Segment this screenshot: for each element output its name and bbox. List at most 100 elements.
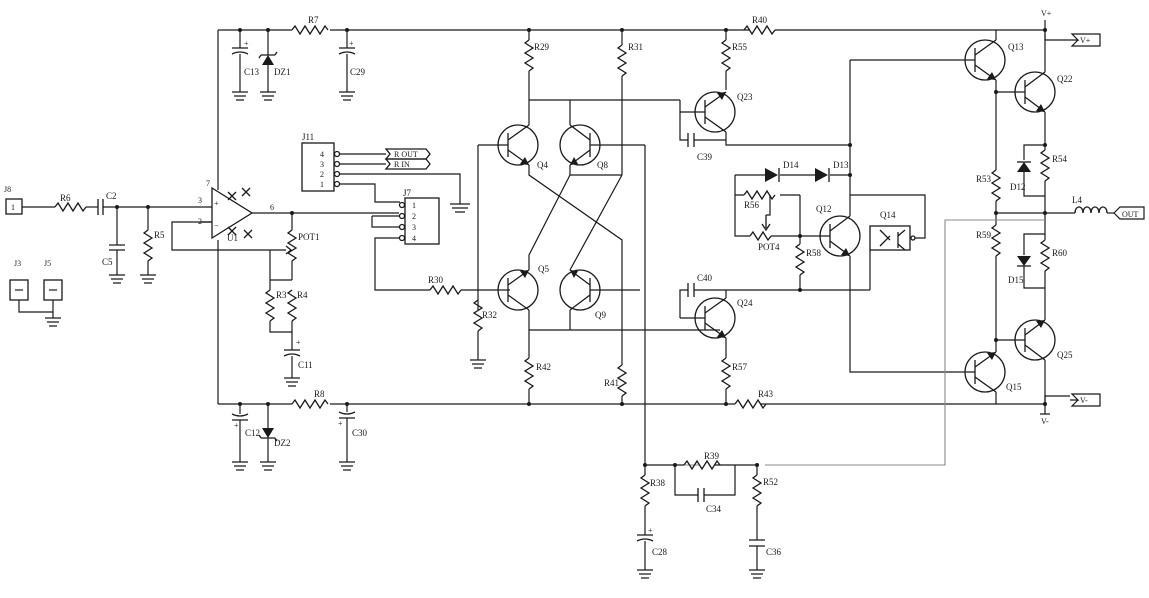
resistor-r55: R55	[720, 28, 748, 90]
resistor-r32: R32	[470, 299, 497, 369]
transistor-q22: Q22	[1014, 28, 1073, 145]
svg-text:R40: R40	[752, 15, 768, 25]
transistor-q12: Q12	[800, 175, 870, 291]
svg-text:C40: C40	[697, 273, 713, 283]
svg-text:C5: C5	[102, 257, 113, 267]
resistor-r5: R5	[140, 207, 165, 284]
svg-text:Q12: Q12	[816, 204, 832, 214]
svg-text:D13: D13	[833, 160, 849, 170]
resistor-r43: R43	[734, 389, 774, 410]
svg-text:3: 3	[412, 223, 416, 232]
svg-text:C11: C11	[298, 360, 313, 370]
svg-text:Q5: Q5	[538, 264, 549, 274]
svg-text:+: +	[214, 199, 219, 208]
svg-text:C12: C12	[245, 428, 260, 438]
svg-text:J3: J3	[14, 259, 21, 268]
svg-text:R5: R5	[154, 230, 165, 240]
svg-text:C36: C36	[766, 547, 782, 557]
transistor-q15: Q15	[849, 290, 1022, 404]
svg-text:J11: J11	[302, 132, 314, 142]
svg-text:+: +	[338, 419, 343, 428]
svg-text:+: +	[296, 338, 301, 347]
opamp-u1: + − 3 2 6 7 U1	[171, 179, 294, 251]
svg-text:Q15: Q15	[1006, 382, 1022, 392]
svg-text:R4: R4	[297, 290, 308, 300]
svg-text:DZ2: DZ2	[274, 438, 291, 448]
svg-text:1: 1	[11, 203, 15, 212]
svg-text:+: +	[234, 421, 239, 430]
svg-text:1: 1	[412, 201, 416, 210]
svg-text:R8: R8	[314, 389, 325, 399]
resistor-r40: R40	[743, 15, 776, 36]
vminus-label: V-	[1080, 396, 1088, 405]
svg-text:Q4: Q4	[537, 160, 548, 170]
svg-text:+: +	[349, 39, 354, 48]
svg-text:C28: C28	[652, 547, 668, 557]
feedback-network: R39 C34 R38 + C28 R52 C36	[636, 451, 782, 579]
transistor-q25: Q25	[996, 319, 1073, 406]
transistor-q4: Q4	[477, 124, 548, 310]
svg-text:R41: R41	[604, 378, 619, 388]
svg-text:3: 3	[198, 196, 202, 205]
svg-text:DZ1: DZ1	[274, 67, 291, 77]
connector-j11: J11 4 3 2 1 R OUT R IN	[301, 132, 470, 213]
svg-text:R42: R42	[536, 362, 551, 372]
vminus-bottom-label: V-	[1041, 417, 1049, 426]
svg-text:C34: C34	[706, 504, 722, 514]
vminus-flag: V- V-	[1040, 393, 1101, 426]
svg-text:C13: C13	[244, 67, 260, 77]
transistor-q8: Q8	[529, 99, 680, 170]
svg-text:Q23: Q23	[737, 92, 753, 102]
svg-text:R54: R54	[1052, 154, 1068, 164]
svg-text:D14: D14	[783, 160, 799, 170]
svg-text:−: −	[214, 221, 219, 230]
svg-text:+: +	[244, 39, 249, 48]
resistor-r41: R41	[604, 364, 628, 406]
net-r-in: R IN	[394, 160, 410, 169]
svg-text:2: 2	[412, 212, 416, 221]
svg-text:L4: L4	[1072, 195, 1082, 205]
svg-text:J7: J7	[403, 188, 412, 198]
resistor-r42: R42	[523, 330, 551, 406]
resistor-r53: R53	[976, 90, 1002, 213]
resistor-r56-pot4: R56 POT4	[734, 175, 800, 252]
svg-text:C39: C39	[697, 152, 713, 162]
svg-text:Q8: Q8	[597, 160, 608, 170]
transistor-q9: Q9	[559, 269, 640, 320]
diodes-d14-d13: D14 D13	[735, 60, 852, 182]
svg-text:R29: R29	[534, 42, 550, 52]
svg-text:J5: J5	[44, 259, 51, 268]
svg-text:R3: R3	[276, 290, 287, 300]
svg-text:POT4: POT4	[758, 242, 780, 252]
resistor-r31: R31	[616, 28, 643, 100]
svg-text:3: 3	[320, 160, 324, 169]
connector-j3-j5: J3 J5	[9, 259, 63, 327]
capacitor-c5: C5	[102, 207, 125, 284]
connector-j7: J7 1 2 3 4	[292, 188, 440, 291]
vplus-top-label: V+	[1041, 9, 1052, 18]
svg-text:C2: C2	[106, 191, 117, 201]
svg-text:R43: R43	[758, 389, 774, 399]
svg-text:Q24: Q24	[737, 298, 753, 308]
input-connector-j8: 1 J8	[4, 185, 55, 215]
svg-text:1: 1	[320, 180, 324, 189]
svg-text:4: 4	[320, 150, 324, 159]
svg-text:OUT: OUT	[1122, 210, 1139, 219]
svg-text:R38: R38	[650, 478, 666, 488]
resistor-r7: R7	[291, 15, 329, 36]
transistor-q13: Q13	[964, 30, 1024, 93]
svg-text:R56: R56	[744, 200, 760, 210]
svg-text:R53: R53	[976, 174, 992, 184]
svg-text:R59: R59	[976, 230, 992, 240]
svg-text:R52: R52	[763, 477, 778, 487]
svg-text:R55: R55	[732, 42, 748, 52]
resistors-r3-r4: R3 R4	[264, 250, 308, 350]
svg-text:Q14: Q14	[880, 210, 896, 220]
svg-text:7: 7	[206, 179, 210, 188]
svg-text:4: 4	[412, 234, 416, 243]
transistor-q23: Q23 C39	[679, 91, 850, 162]
svg-text:R39: R39	[704, 451, 720, 461]
vplus-label: V+	[1080, 36, 1091, 45]
svg-text:Q22: Q22	[1057, 74, 1073, 84]
